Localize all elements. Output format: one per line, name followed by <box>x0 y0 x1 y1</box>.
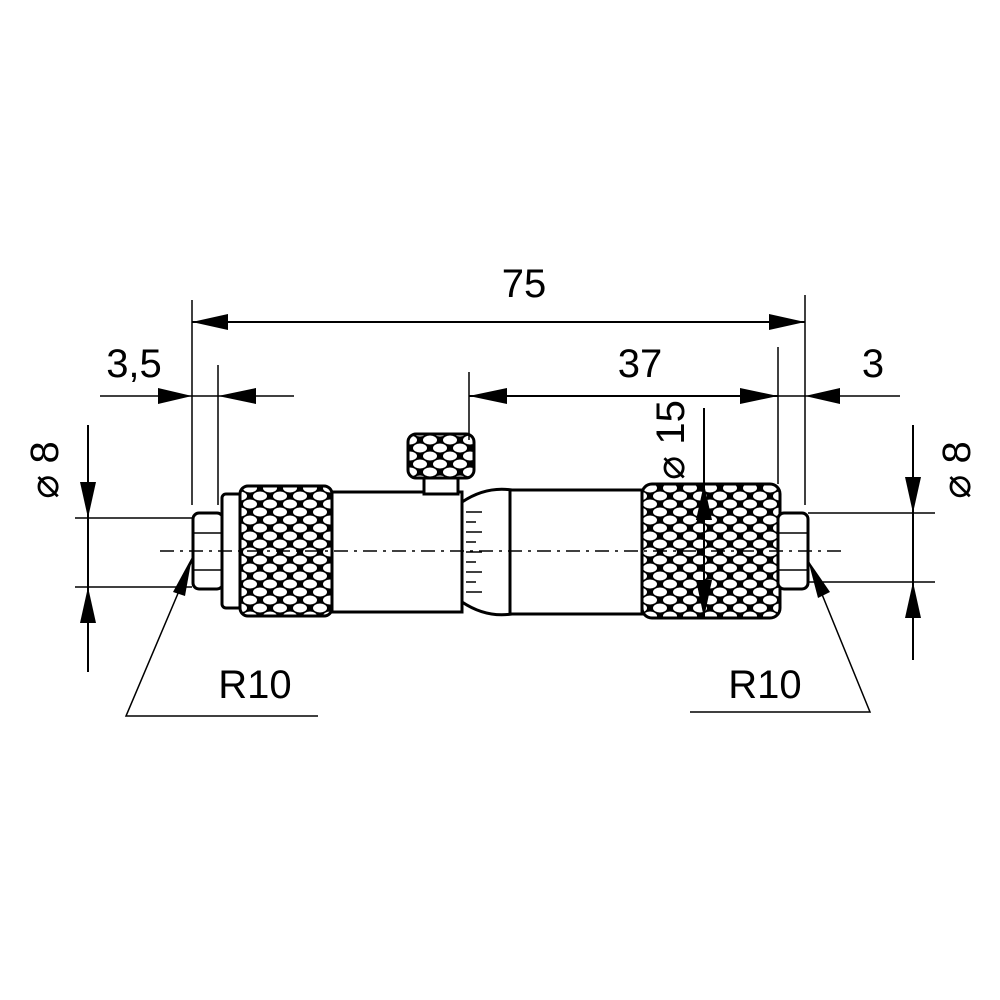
dimension-left-radius: R10 <box>124 557 318 717</box>
body-diameter-label: ⌀ 15 <box>649 400 693 480</box>
dimension-left-tip-diameter: ⌀ 8 <box>23 425 192 672</box>
right-tip-diameter-label: ⌀ 8 <box>935 441 979 498</box>
overall-length-label: 75 <box>502 262 547 306</box>
dimension-left-tip-length: 3,5 <box>100 342 294 505</box>
dimension-right-radius: R10 <box>690 559 872 713</box>
dimension-overall-length: 75 <box>191 262 806 505</box>
dimension-right-tip-length: 3 <box>778 342 900 404</box>
scale-ticks <box>466 511 482 593</box>
dimension-right-section-length: 37 <box>468 342 779 484</box>
left-tip-diameter-label: ⌀ 8 <box>23 441 67 498</box>
right-radius-label: R10 <box>728 663 801 707</box>
thimble <box>508 488 644 616</box>
left-radius-label: R10 <box>218 663 291 707</box>
lock-knob <box>406 432 476 480</box>
barrel <box>330 490 464 614</box>
left-tip-length-label: 3,5 <box>106 342 162 386</box>
right-tip-length-label: 3 <box>862 342 884 386</box>
micrometer-part <box>160 432 845 620</box>
dimension-body-diameter: ⌀ 15 <box>649 400 712 618</box>
right-section-length-label: 37 <box>618 342 663 386</box>
dimension-right-tip-diameter: ⌀ 8 <box>808 425 979 660</box>
